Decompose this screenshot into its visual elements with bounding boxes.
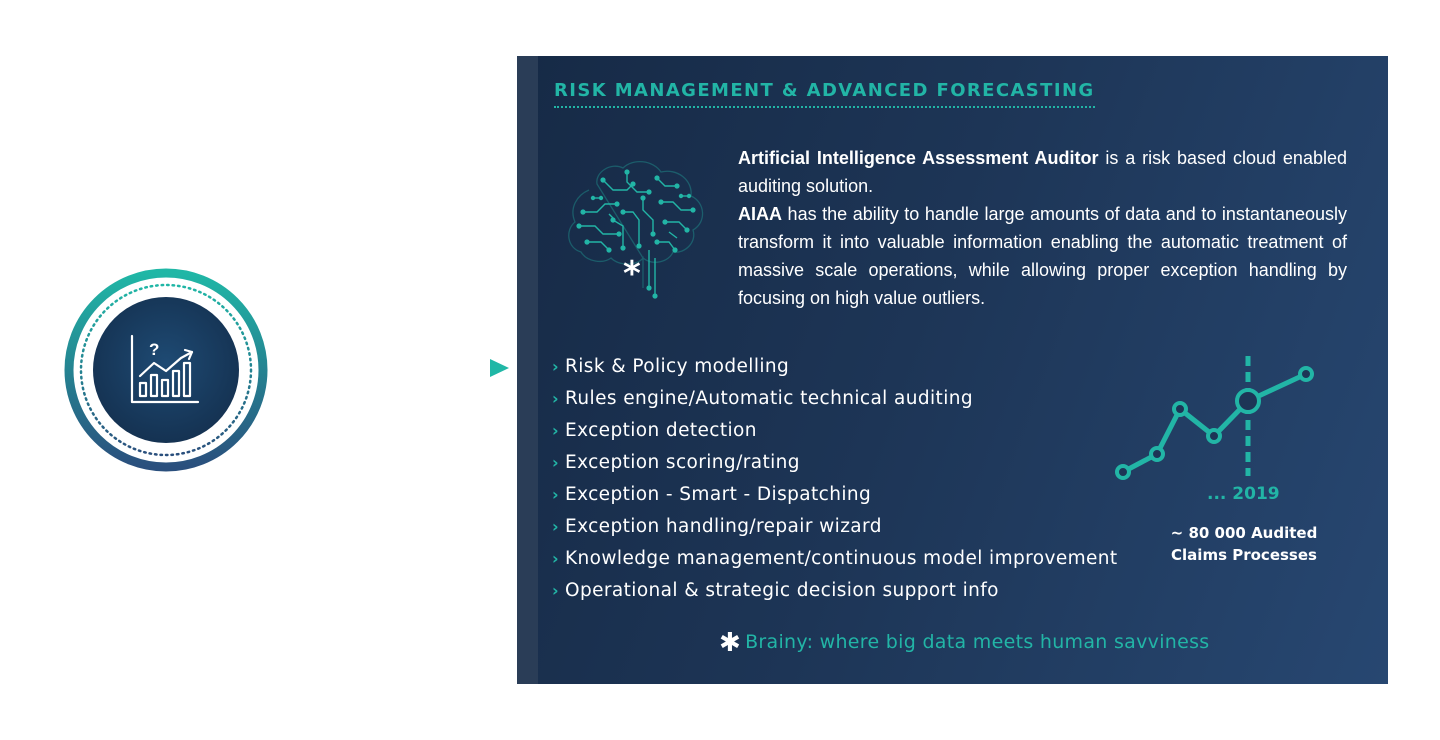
tagline: ✱Brainy: where big data meets human savv…	[719, 628, 1210, 658]
description-paragraph-1: Artificial Intelligence Assessment Audit…	[738, 144, 1347, 200]
chevron-right-icon: ›	[552, 421, 559, 440]
tagline-text: Brainy: where big data meets human savvi…	[745, 631, 1210, 653]
product-full-name: Artificial Intelligence Assessment Audit…	[738, 148, 1099, 168]
feature-item: › Exception scoring/rating	[552, 447, 1118, 479]
chevron-right-icon: ›	[552, 389, 559, 408]
brain-asterisk-marker: *	[623, 254, 641, 294]
feature-label: Rules engine/Automatic technical auditin…	[565, 388, 974, 409]
connector-arrow	[273, 359, 509, 377]
circuit-brain-icon: *	[568, 161, 704, 299]
product-description: Artificial Intelligence Assessment Audit…	[738, 144, 1347, 312]
feature-item: › Operational & strategic decision suppor…	[552, 575, 1118, 607]
feature-item: › Exception - Smart - Dispatching	[552, 479, 1118, 511]
feature-label: Risk & Policy modelling	[565, 356, 790, 377]
panel-title: RISK MANAGEMENT & ADVANCED FORECASTING	[554, 80, 1095, 108]
feature-label: Exception scoring/rating	[565, 452, 800, 473]
feature-label: Exception detection	[565, 420, 757, 441]
audited-claims-line-1: ~ 80 000 Audited	[1170, 524, 1318, 542]
feature-list: › Risk & Policy modelling › Rules engine/A…	[552, 351, 1118, 607]
info-panel: RISK MANAGEMENT & ADVANCED FORECASTING	[517, 56, 1388, 684]
emblem-rings: ?	[64, 268, 268, 472]
panel-side-stripe	[517, 56, 538, 684]
chevron-right-icon: ›	[552, 549, 559, 568]
asterisk-icon: ✱	[719, 628, 742, 658]
feature-label: Operational & strategic decision support…	[565, 580, 999, 601]
analytics-question-icon	[130, 334, 200, 404]
feature-label: Knowledge management/continuous model im…	[565, 548, 1118, 569]
chevron-right-icon: ›	[552, 485, 559, 504]
feature-item: › Exception detection	[552, 415, 1118, 447]
description-paragraph-2: AIAA has the ability to handle large amo…	[738, 200, 1347, 312]
feature-item: › Rules engine/Automatic technical auditi…	[552, 383, 1118, 415]
description-text-1: is a risk based cloud enabled auditing s…	[738, 148, 1347, 196]
arrow-head-icon	[490, 359, 509, 377]
description-text-2: has the ability to handle large amounts …	[738, 204, 1347, 308]
chevron-right-icon: ›	[552, 357, 559, 376]
feature-item: › Exception handling/repair wizard	[552, 511, 1118, 543]
chevron-right-icon: ›	[552, 581, 559, 600]
feature-label: Exception handling/repair wizard	[565, 516, 882, 537]
analytics-emblem: ?	[63, 267, 269, 473]
audited-claims-stat: ~ 80 000 Audited Claims Processes	[1169, 522, 1319, 566]
chevron-right-icon: ›	[552, 453, 559, 472]
feature-label: Exception - Smart - Dispatching	[565, 484, 872, 505]
chevron-right-icon: ›	[552, 517, 559, 536]
product-acronym: AIAA	[738, 204, 782, 224]
feature-item: › Knowledge management/continuous model i…	[552, 543, 1118, 575]
trend-line-icon	[1115, 356, 1314, 480]
feature-item: › Risk & Policy modelling	[552, 351, 1118, 383]
year-label: ... 2019	[1207, 484, 1280, 504]
audited-claims-line-2: Claims Processes	[1171, 546, 1317, 564]
question-mark-glyph: ?	[149, 340, 159, 359]
